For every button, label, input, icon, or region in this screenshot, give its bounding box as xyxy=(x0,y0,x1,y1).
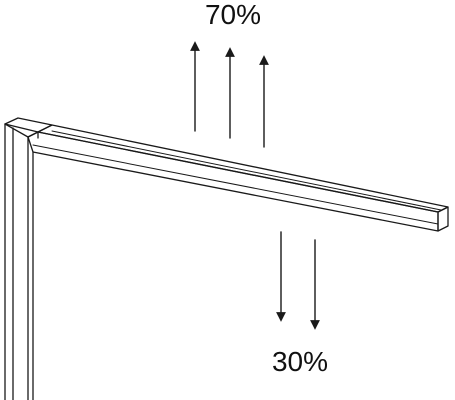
lamp-pole xyxy=(12,127,34,400)
downlight-percent-label: 30% xyxy=(272,346,328,377)
uplight-arrows xyxy=(190,41,269,148)
uplight-percent-label: 70% xyxy=(205,0,261,30)
downlight-arrows xyxy=(276,231,320,330)
lamp-arm xyxy=(27,124,449,232)
